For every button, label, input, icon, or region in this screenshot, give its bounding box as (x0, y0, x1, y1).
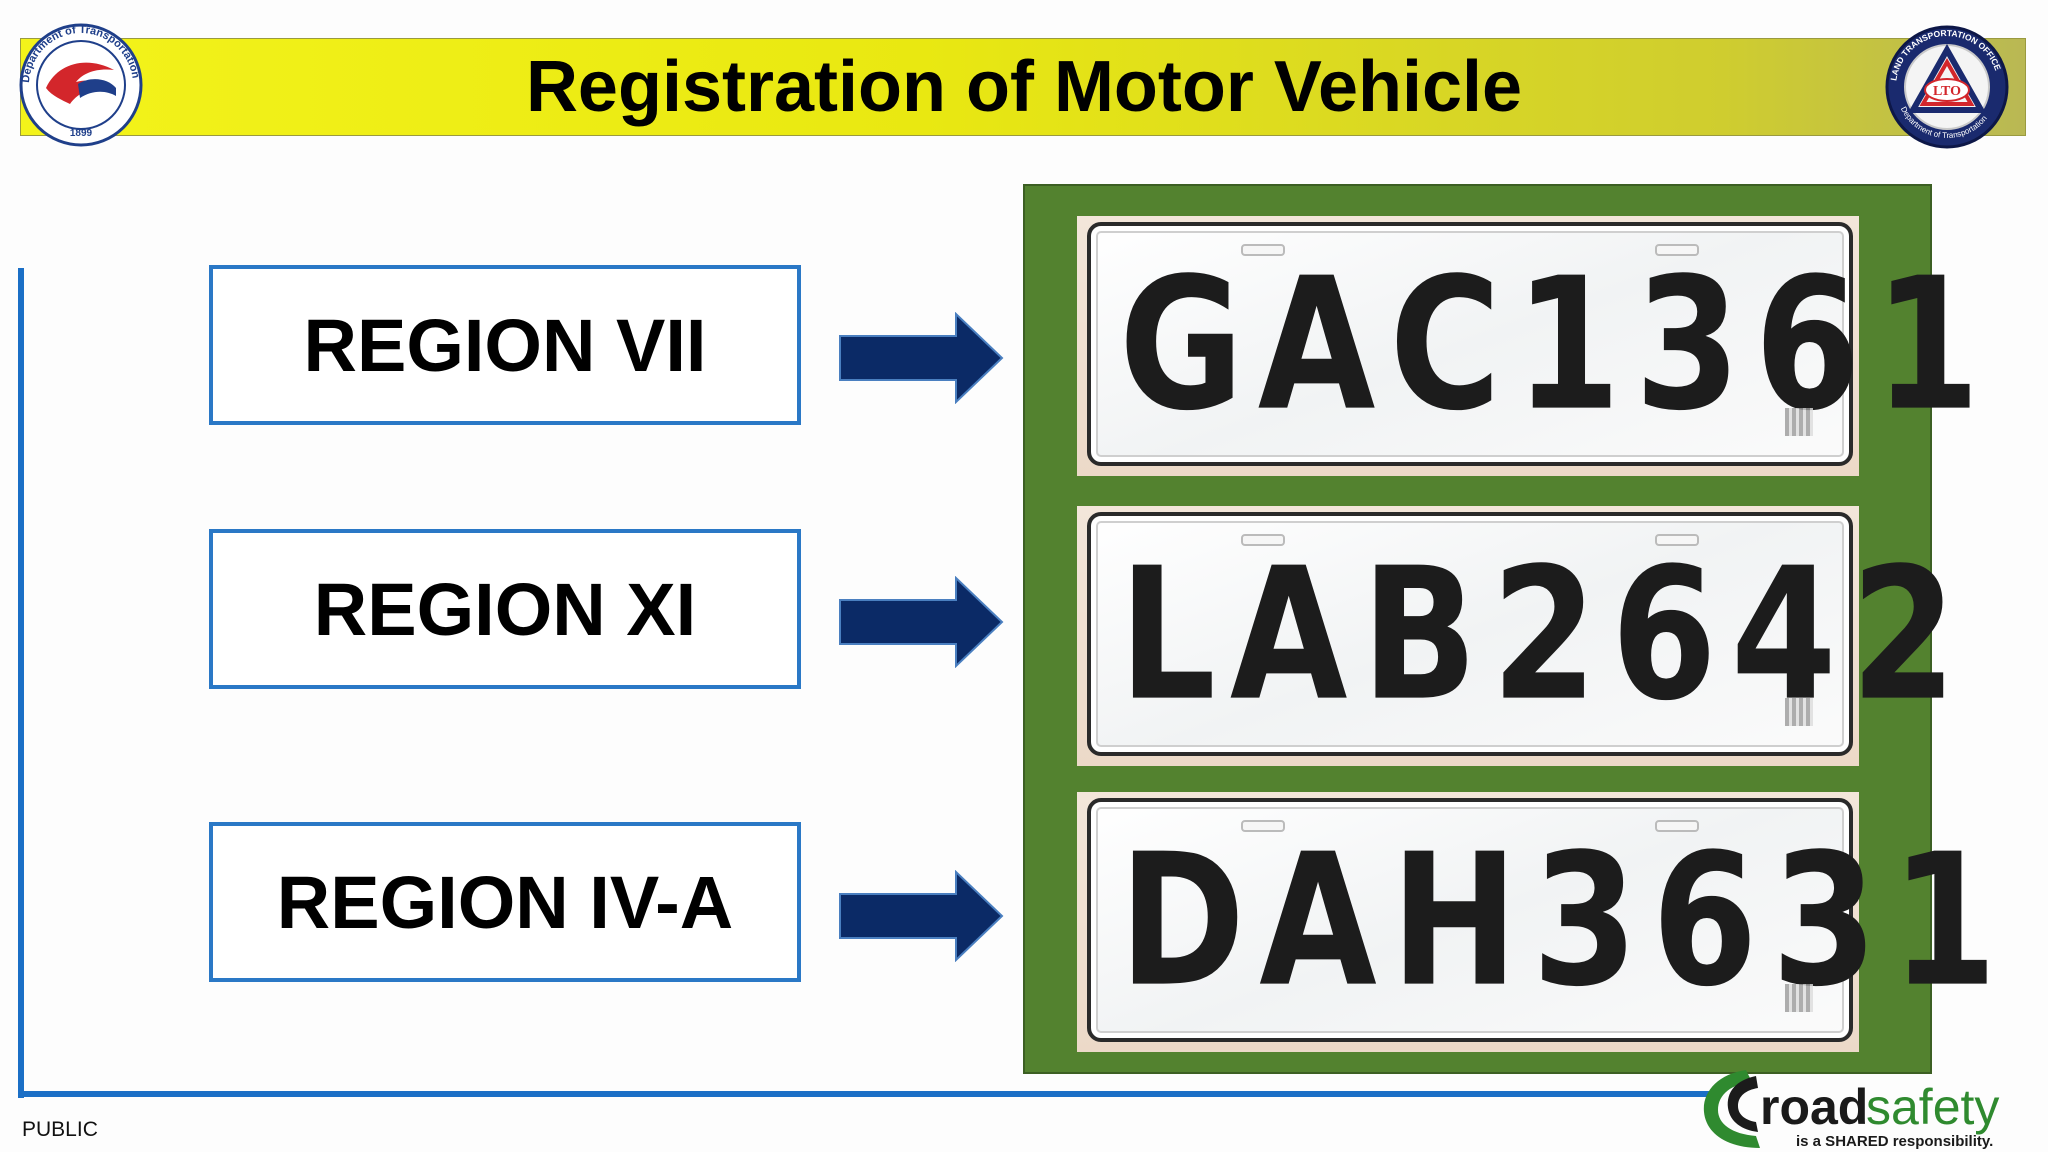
dotr-year: 1899 (70, 128, 93, 139)
region-box-xi: REGION XI (209, 529, 801, 689)
region-box-iv-a: REGION IV-A (209, 822, 801, 982)
bottom-accent-line (18, 1091, 1714, 1097)
qr-code-icon (1785, 698, 1813, 726)
page-title: Registration of Motor Vehicle (525, 47, 1523, 127)
right-arrow-icon (839, 312, 1004, 404)
license-plate: GAC 1361 (1087, 222, 1980, 466)
plate-photo-vii: GAC 1361 (1077, 216, 1980, 476)
dotr-logo: Department of Transportation 1899 (19, 23, 143, 147)
region-box-vii: REGION VII (209, 265, 801, 425)
plate-photo-iv-a: DAH 3631 (1077, 792, 1997, 1052)
road-safety-tagline: is a SHARED responsibility. (1796, 1133, 1993, 1150)
classification-label: PUBLIC (22, 1118, 98, 1141)
license-plate: DAH 3631 (1087, 798, 1997, 1042)
lto-center-text: LTO (1933, 84, 1961, 99)
plate-numbers: 2642 (1491, 527, 1971, 741)
road-safety-logo: road safety is a SHARED responsibility. (1703, 1070, 1999, 1150)
qr-code-icon (1785, 408, 1813, 436)
plate-numbers: 1361 (1514, 237, 1994, 451)
plate-letters: DAH (1119, 813, 1533, 1027)
plate-letters: LAB (1119, 527, 1492, 741)
right-arrow-icon (839, 870, 1004, 962)
plate-letters: GAC (1119, 237, 1515, 451)
qr-code-icon (1785, 984, 1813, 1012)
title-bar (20, 38, 2026, 136)
road-safety-brand-road: road (1760, 1079, 1868, 1135)
plate-numbers: 3631 (1532, 813, 2012, 1027)
right-arrow-icon (839, 576, 1004, 668)
plate-photo-xi: LAB 2642 (1077, 506, 1956, 766)
lto-logo: LAND TRANSPORTATION OFFICE Department of… (1885, 25, 2009, 149)
road-safety-brand-safety: safety (1866, 1079, 1999, 1135)
left-accent-line (18, 268, 24, 1098)
license-plate: LAB 2642 (1087, 512, 1956, 756)
